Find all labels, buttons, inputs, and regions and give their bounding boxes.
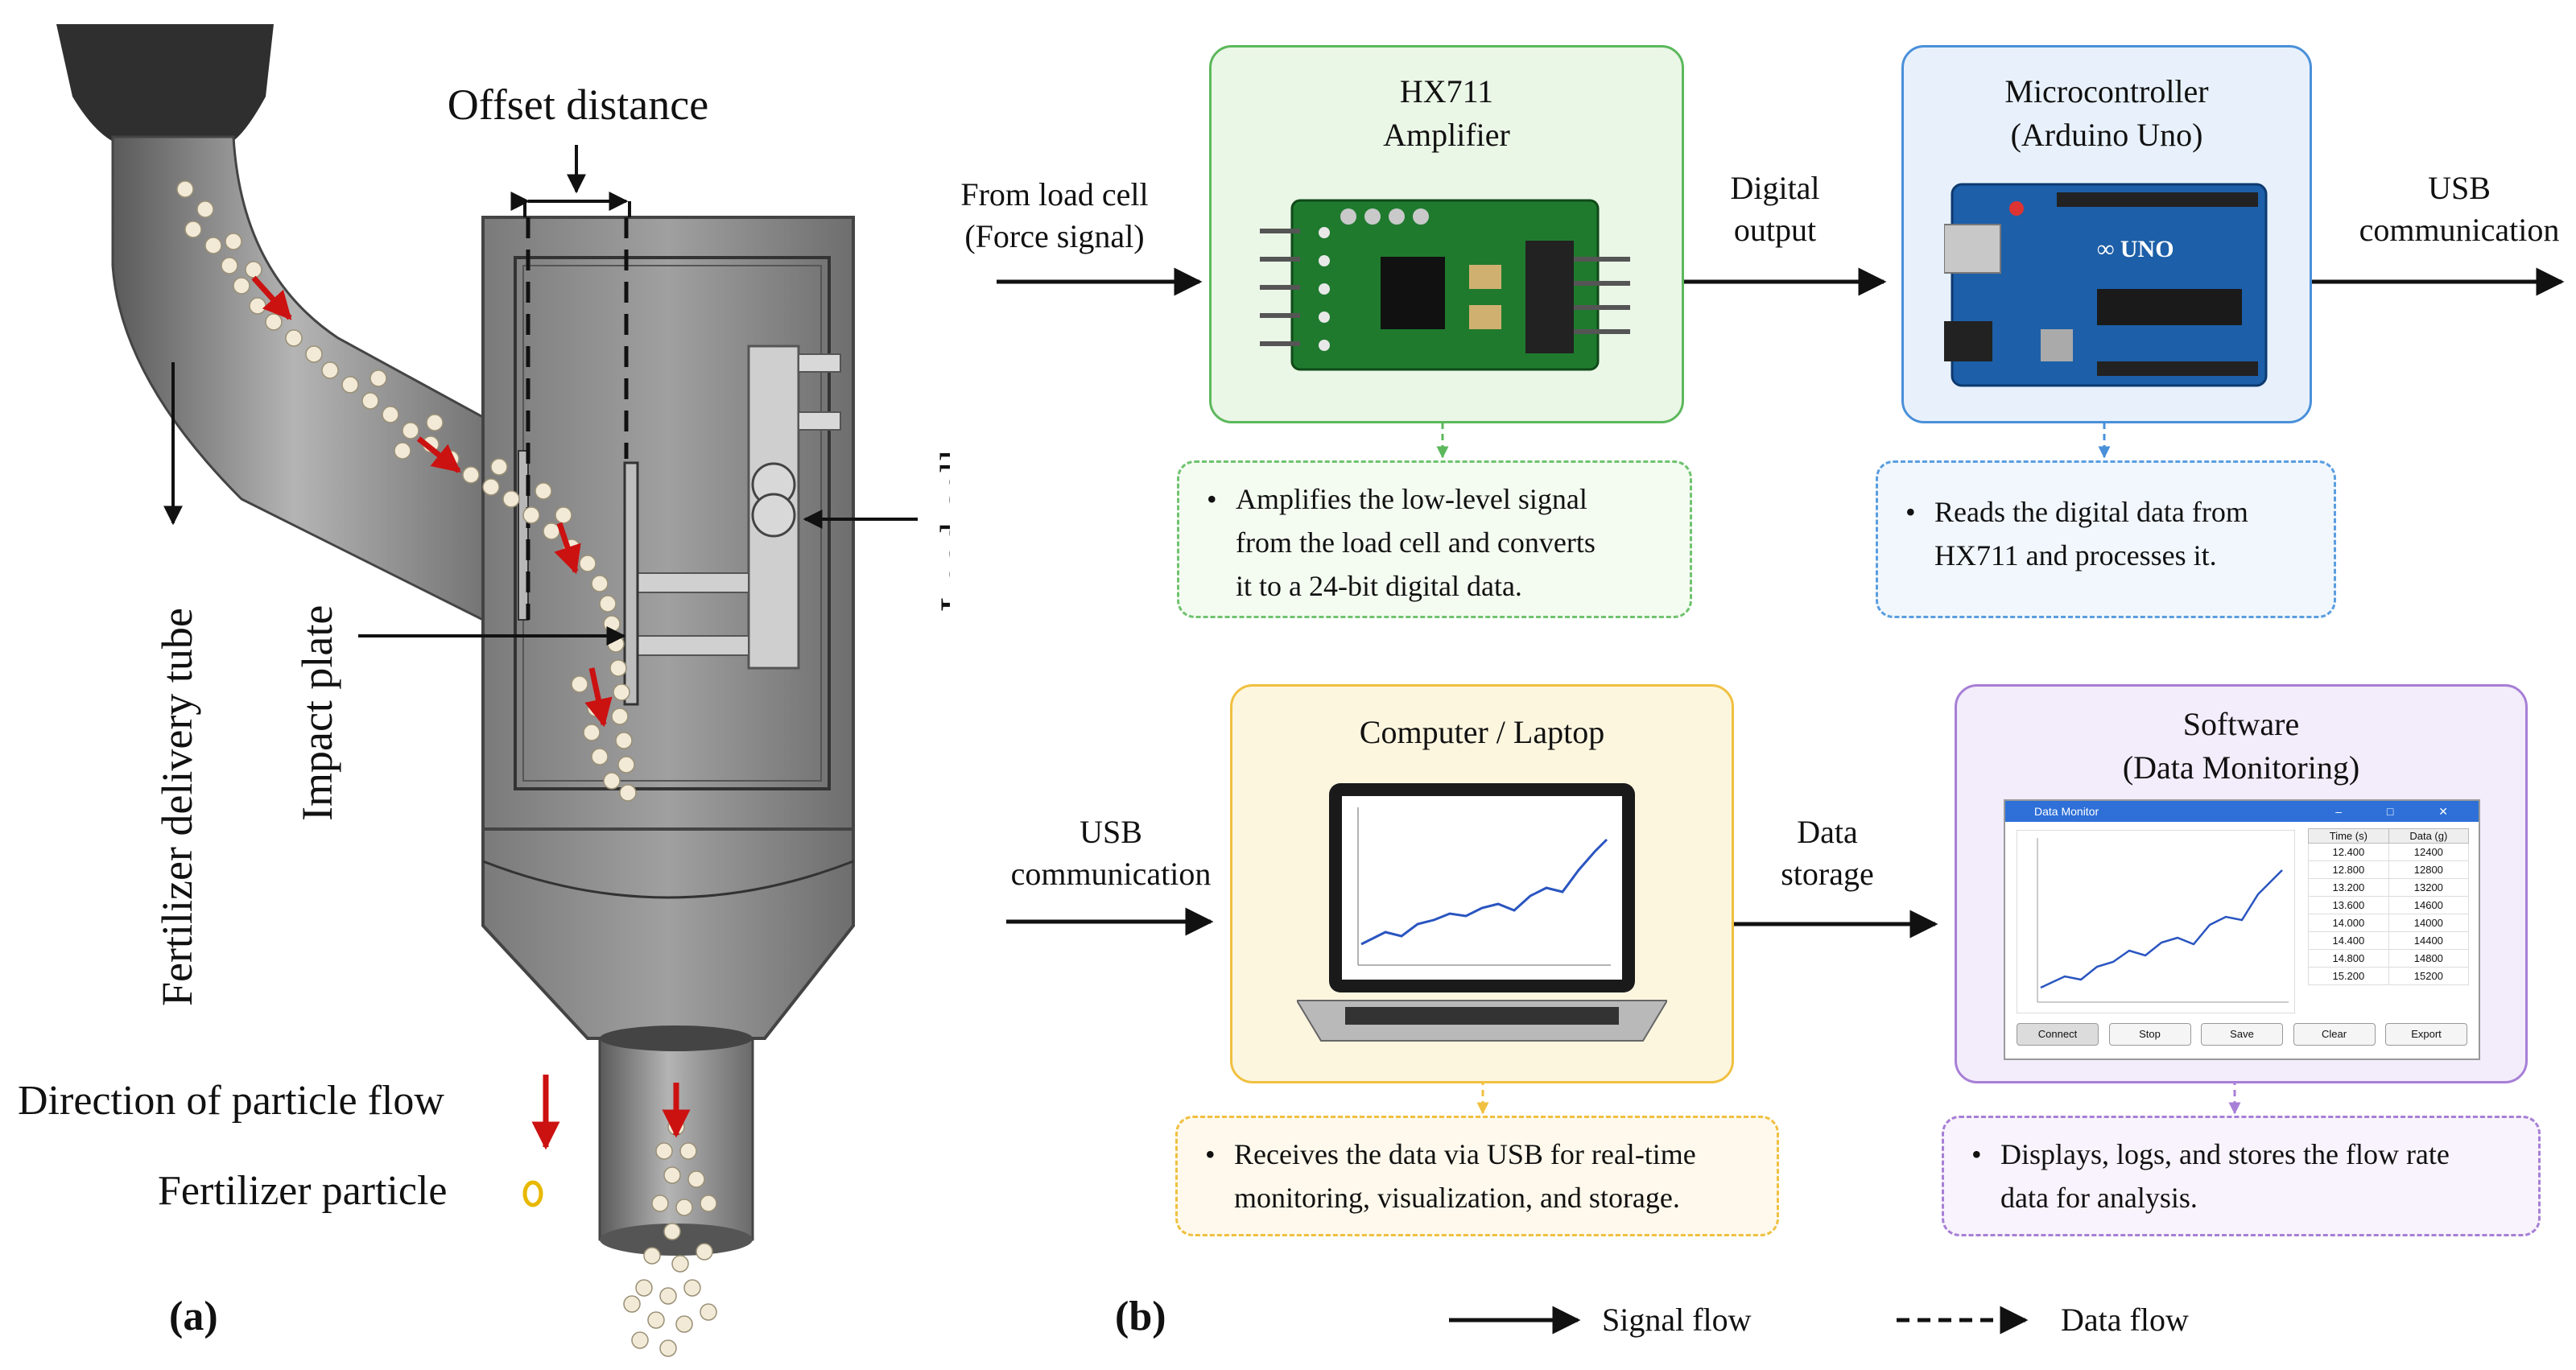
table-cell: 14400: [2388, 931, 2470, 950]
table-cell: 13.200: [2308, 878, 2389, 897]
microcontroller-box: Microcontroller(Arduino Uno) ∞ UNO: [1901, 45, 2312, 423]
impact-plate-label: Impact plate: [293, 605, 341, 821]
panel-a-diagram: Fertilizer delivery tube Impact plate Lo…: [56, 24, 950, 1357]
table-cell: 12800: [2388, 860, 2470, 879]
monitor-chart: [2017, 830, 2295, 1013]
tube-funnel: [56, 24, 274, 145]
hx711-board-image: [1260, 199, 1630, 371]
table-cell: 14.800: [2308, 949, 2389, 968]
panel-b-arrows: [997, 267, 2565, 1335]
particle-legend-icon: [522, 1180, 543, 1207]
monitor-button-row: Connect Stop Save Clear Export: [2017, 1023, 2467, 1046]
table-cell: 13.600: [2308, 896, 2389, 914]
table-cell: 14800: [2388, 949, 2470, 968]
hopper: [481, 827, 855, 1040]
clear-button[interactable]: Clear: [2293, 1023, 2376, 1046]
table-cell: 14000: [2388, 914, 2470, 932]
offset-distance-label: Offset distance: [448, 80, 708, 129]
window-controls-icon: – □ ✕: [2335, 805, 2469, 818]
table-cell: 13200: [2388, 878, 2470, 897]
table-cell: 15200: [2388, 967, 2470, 985]
table-cell: 12.400: [2308, 843, 2389, 861]
table-cell: 14.000: [2308, 914, 2389, 932]
load-cell-label: Load cell: [931, 449, 950, 612]
table-cell: 12.800: [2308, 860, 2389, 879]
outlet-tube: [598, 1037, 754, 1253]
svg-text:∞ UNO: ∞ UNO: [2097, 236, 2174, 262]
export-button[interactable]: Export: [2385, 1023, 2467, 1046]
computer-box: Computer / Laptop: [1230, 684, 1734, 1083]
panel-b-label: (b): [1115, 1294, 1166, 1339]
particle-direction-arrows: [251, 275, 691, 1138]
impact-plate: [623, 461, 639, 706]
save-button[interactable]: Save: [2201, 1023, 2283, 1046]
fertilizer-particle-label: Fertilizer particle: [158, 1168, 448, 1214]
from-load-cell-label: From load cell(Force signal): [960, 176, 1149, 254]
panel-a-label: (a): [169, 1294, 218, 1339]
laptop-image: [1297, 783, 1667, 1042]
computer-note: • Receives the data via USB for real-tim…: [1175, 1116, 1779, 1236]
table-cell: 12400: [2388, 843, 2470, 861]
delivery-tube-label: Fertilizer delivery tube: [153, 608, 201, 1006]
stop-button[interactable]: Stop: [2108, 1023, 2191, 1046]
data-monitor-window: Data Monitor – □ ✕ Time (s) Data (g) 12.…: [2004, 799, 2480, 1060]
table-cell: 15.200: [2308, 967, 2389, 985]
legend-data-flow: Data flow: [2061, 1302, 2189, 1338]
legend-signal-flow: Signal flow: [1602, 1302, 1752, 1338]
connect-button[interactable]: Connect: [2017, 1023, 2099, 1046]
table-cell: 14600: [2388, 896, 2470, 914]
software-note: • Displays, logs, and stores the flow ra…: [1942, 1116, 2541, 1236]
table-cell: 14.400: [2308, 931, 2389, 950]
software-box: Software(Data Monitoring) Data Monitor –…: [1955, 684, 2528, 1083]
window-title-bar: Data Monitor – □ ✕: [2005, 801, 2479, 822]
direction-of-flow-label: Direction of particle flow: [18, 1078, 444, 1124]
arduino-board-image: ∞ UNO: [1944, 183, 2268, 387]
